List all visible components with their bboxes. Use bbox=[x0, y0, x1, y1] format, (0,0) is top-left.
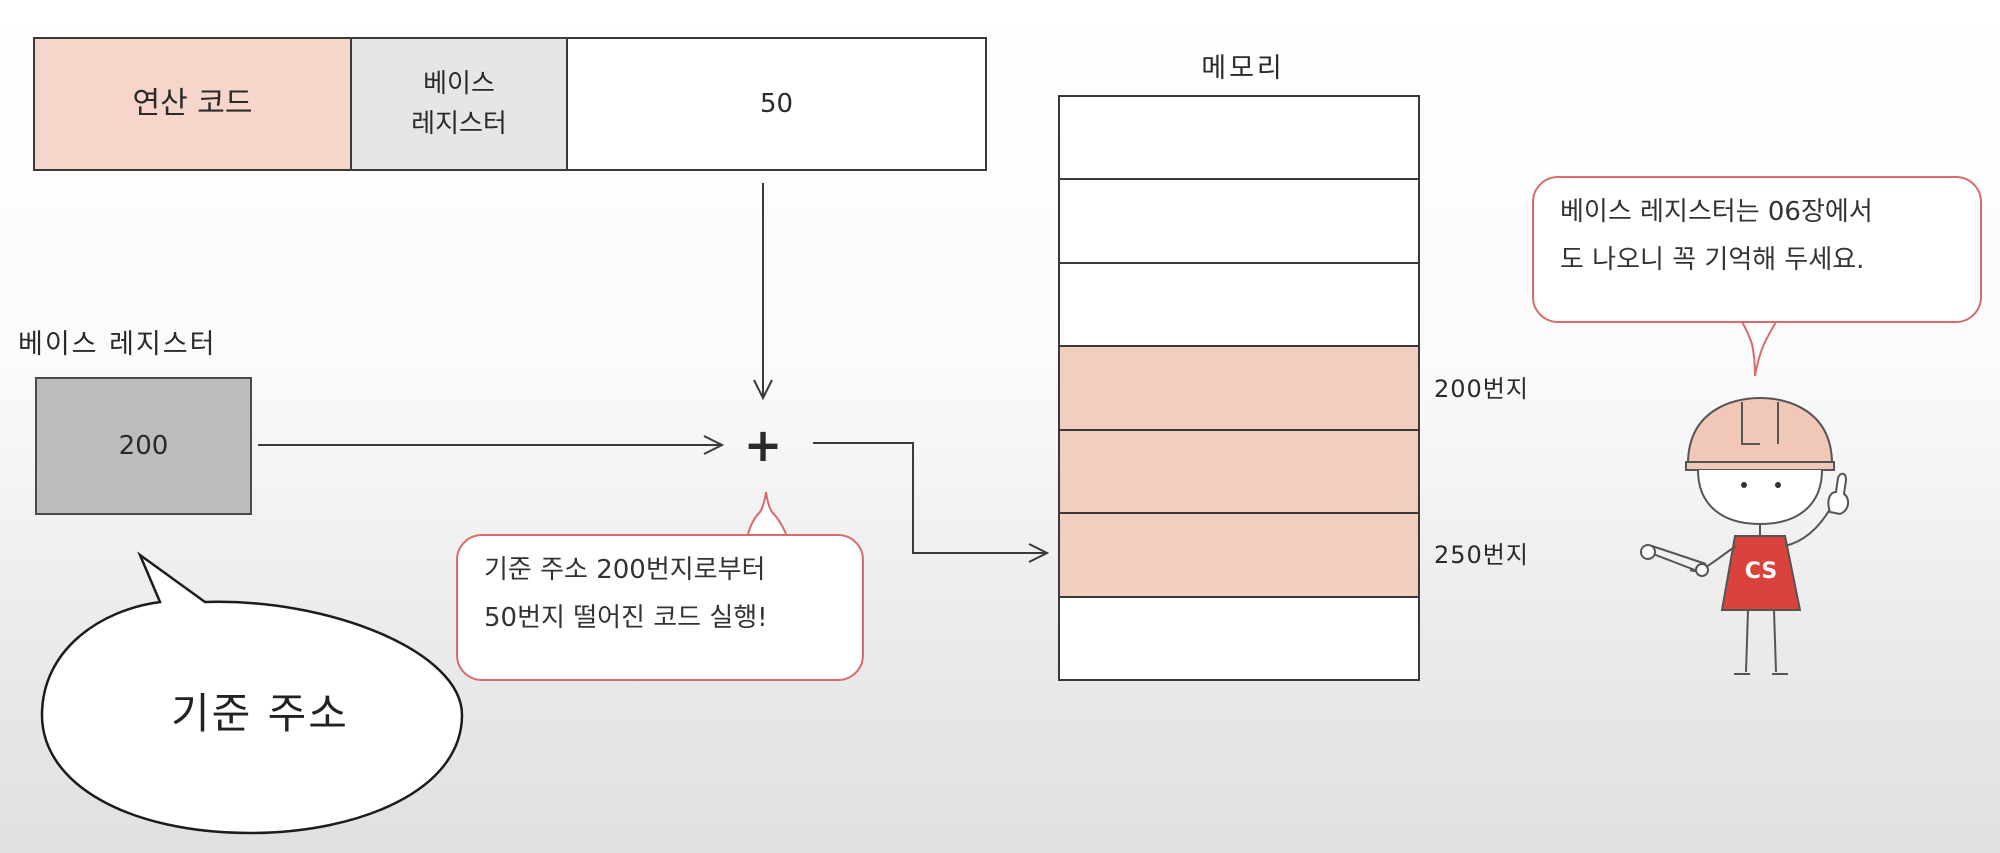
base-register-field-line1: 베이스 bbox=[423, 69, 495, 99]
memory-title: 메모리 bbox=[1201, 53, 1285, 84]
memory-cell bbox=[1060, 180, 1418, 264]
memory-cell bbox=[1060, 514, 1418, 598]
sum-callout-line1: 기준 주소 200번지로부터 bbox=[484, 555, 766, 585]
sum-callout: 기준 주소 200번지로부터 50번지 떨어진 코드 실행! bbox=[456, 534, 864, 681]
opcode-field: 연산 코드 bbox=[35, 39, 352, 169]
tip-callout-line1: 베이스 레지스터는 06장에서 bbox=[1560, 197, 1873, 227]
sum-to-memory-arrow bbox=[813, 442, 1047, 553]
speech-bubble bbox=[40, 551, 464, 835]
tip-callout-pointer bbox=[1741, 321, 1777, 377]
base-register-label: 베이스 레지스터 bbox=[18, 329, 217, 360]
sum-callout-line2: 50번지 떨어진 코드 실행! bbox=[484, 603, 768, 633]
sum-callout-pointer bbox=[747, 491, 787, 535]
speech-bubble-text: 기준 주소 bbox=[171, 689, 349, 738]
base-register-box: 200 bbox=[35, 377, 252, 515]
memory-cell bbox=[1060, 430, 1418, 515]
base-register-field: 베이스 레지스터 bbox=[352, 39, 568, 169]
instruction-bar: 연산 코드 베이스 레지스터 50 bbox=[33, 37, 987, 171]
plus-operator: + bbox=[743, 418, 783, 472]
cs-character: CS bbox=[1640, 396, 1850, 675]
tip-callout-line2: 도 나오니 꼭 기억해 두세요. bbox=[1560, 245, 1865, 275]
shirt-text: CS bbox=[1745, 559, 1777, 584]
address-200-label: 200번지 bbox=[1434, 375, 1529, 403]
tip-callout: 베이스 레지스터는 06장에서 도 나오니 꼭 기억해 두세요. bbox=[1532, 176, 1982, 323]
memory-cell bbox=[1060, 347, 1418, 431]
memory-cell bbox=[1060, 264, 1418, 348]
offset-field: 50 bbox=[568, 39, 985, 169]
address-250-label: 250번지 bbox=[1434, 541, 1529, 569]
memory-cell bbox=[1060, 97, 1418, 181]
memory-block bbox=[1058, 95, 1420, 681]
base-register-field-line2: 레지스터 bbox=[411, 109, 507, 139]
